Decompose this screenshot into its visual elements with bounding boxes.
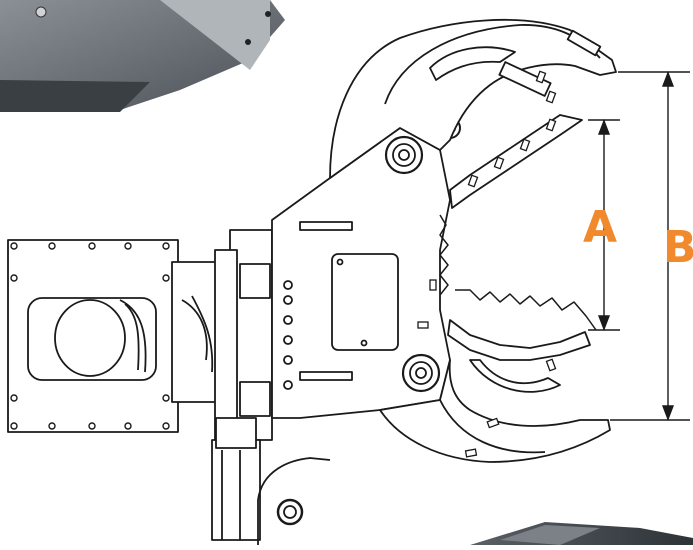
dimension-a-line <box>588 119 620 331</box>
background-photo-bottom-right <box>470 522 693 545</box>
rotator-assembly <box>171 229 331 545</box>
main-body <box>271 127 451 419</box>
mounting-plate <box>7 239 179 433</box>
lower-jaw <box>379 319 611 463</box>
upper-jaw <box>329 19 617 331</box>
mounting-plate-bolts <box>10 242 170 430</box>
upper-pivot-pin <box>384 135 424 175</box>
jaw-slot-marks <box>417 70 557 458</box>
lower-pivot-pin <box>401 353 441 393</box>
background-photo-top-left <box>0 0 285 112</box>
dimension-b-label: B <box>663 222 693 273</box>
dimension-b-line <box>610 71 690 421</box>
dimension-a-label: A <box>583 202 618 253</box>
